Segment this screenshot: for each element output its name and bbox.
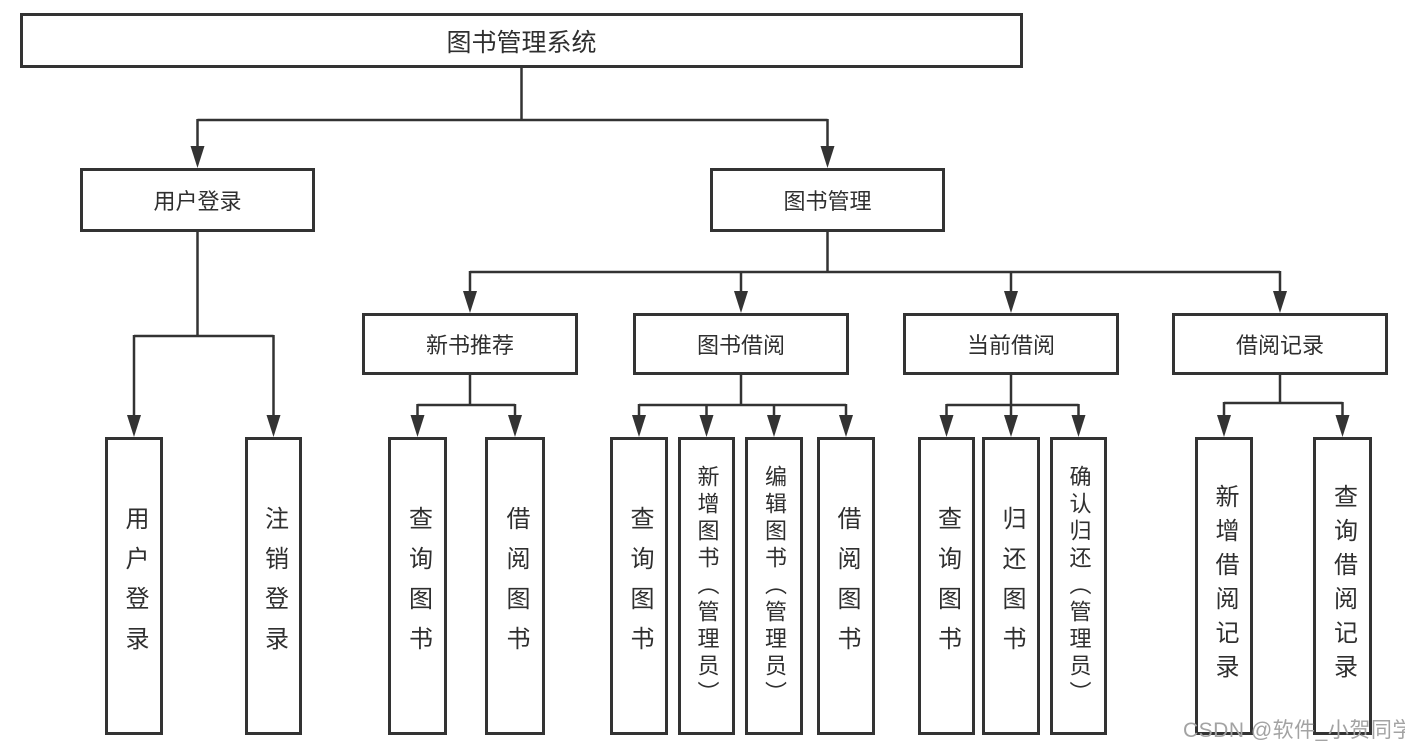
leaf-current-return-book-label: 归还图书 (998, 506, 1025, 666)
leaf-borrow-query-book: 查询图书 (610, 437, 668, 735)
module-current-borrow: 当前借阅 (903, 313, 1119, 375)
branch-user-login: 用户登录 (80, 168, 315, 232)
connector-currentborrow-to-leaves (939, 375, 1086, 437)
connector-bookmgmt-to-level3 (463, 232, 1287, 313)
leaf-record-query-record-label: 查询借阅记录 (1329, 484, 1357, 688)
module-new-book-recommend-label: 新书推荐 (425, 333, 514, 358)
leaf-user-login: 用户登录 (105, 437, 163, 735)
module-new-book-recommend: 新书推荐 (362, 313, 578, 375)
leaf-record-query-record: 查询借阅记录 (1313, 437, 1372, 735)
module-current-borrow-label: 当前借阅 (966, 333, 1055, 358)
leaf-newbook-query-book: 查询图书 (388, 437, 447, 735)
root-node-label: 图书管理系统 (446, 28, 597, 57)
leaf-borrow-add-book-admin-label: 新增图书（管理员） (694, 464, 720, 708)
leaf-borrow-borrow-book: 借阅图书 (817, 437, 875, 735)
leaf-newbook-borrow-book-label: 借阅图书 (502, 506, 529, 666)
leaf-current-return-book: 归还图书 (982, 437, 1040, 735)
leaf-newbook-borrow-book: 借阅图书 (485, 437, 545, 735)
leaf-borrow-edit-book-admin: 编辑图书（管理员） (745, 437, 803, 735)
module-borrow-records-label: 借阅记录 (1235, 333, 1324, 358)
leaf-current-query-book-label: 查询图书 (933, 506, 961, 666)
leaf-borrow-edit-book-admin-label: 编辑图书（管理员） (762, 464, 787, 708)
leaf-user-login-label: 用户登录 (121, 506, 148, 666)
leaf-logout-login-label: 注销登录 (260, 506, 288, 666)
connector-bookborrow-to-leaves (632, 375, 853, 437)
branch-book-management-label: 图书管理 (783, 189, 872, 214)
module-book-borrow-label: 图书借阅 (696, 333, 785, 358)
leaf-record-add-record: 新增借阅记录 (1195, 437, 1253, 735)
branch-user-login-label: 用户登录 (153, 189, 242, 214)
branch-book-management: 图书管理 (710, 168, 945, 232)
leaf-borrow-borrow-book-label: 借阅图书 (833, 506, 860, 666)
connector-root-to-level2 (190, 68, 835, 168)
watermark: CSDN @软件_小贺同学 (1183, 719, 1405, 742)
connector-borrowrecords-to-leaves (1217, 375, 1350, 437)
root-node: 图书管理系统 (20, 13, 1023, 68)
leaf-current-query-book: 查询图书 (918, 437, 975, 735)
leaf-current-confirm-return-admin: 确认归还（管理员） (1050, 437, 1107, 735)
module-borrow-records: 借阅记录 (1172, 313, 1388, 375)
leaf-record-add-record-label: 新增借阅记录 (1211, 484, 1238, 688)
leaf-borrow-query-book-label: 查询图书 (626, 506, 653, 666)
leaf-borrow-add-book-admin: 新增图书（管理员） (678, 437, 735, 735)
leaf-newbook-query-book-label: 查询图书 (404, 506, 432, 666)
leaf-current-confirm-return-admin-label: 确认归还（管理员） (1066, 464, 1092, 708)
connector-userlogin-to-leaves (127, 232, 281, 437)
leaf-logout-login: 注销登录 (245, 437, 302, 735)
module-book-borrow: 图书借阅 (633, 313, 849, 375)
connector-newbooks-to-leaves (410, 375, 522, 437)
